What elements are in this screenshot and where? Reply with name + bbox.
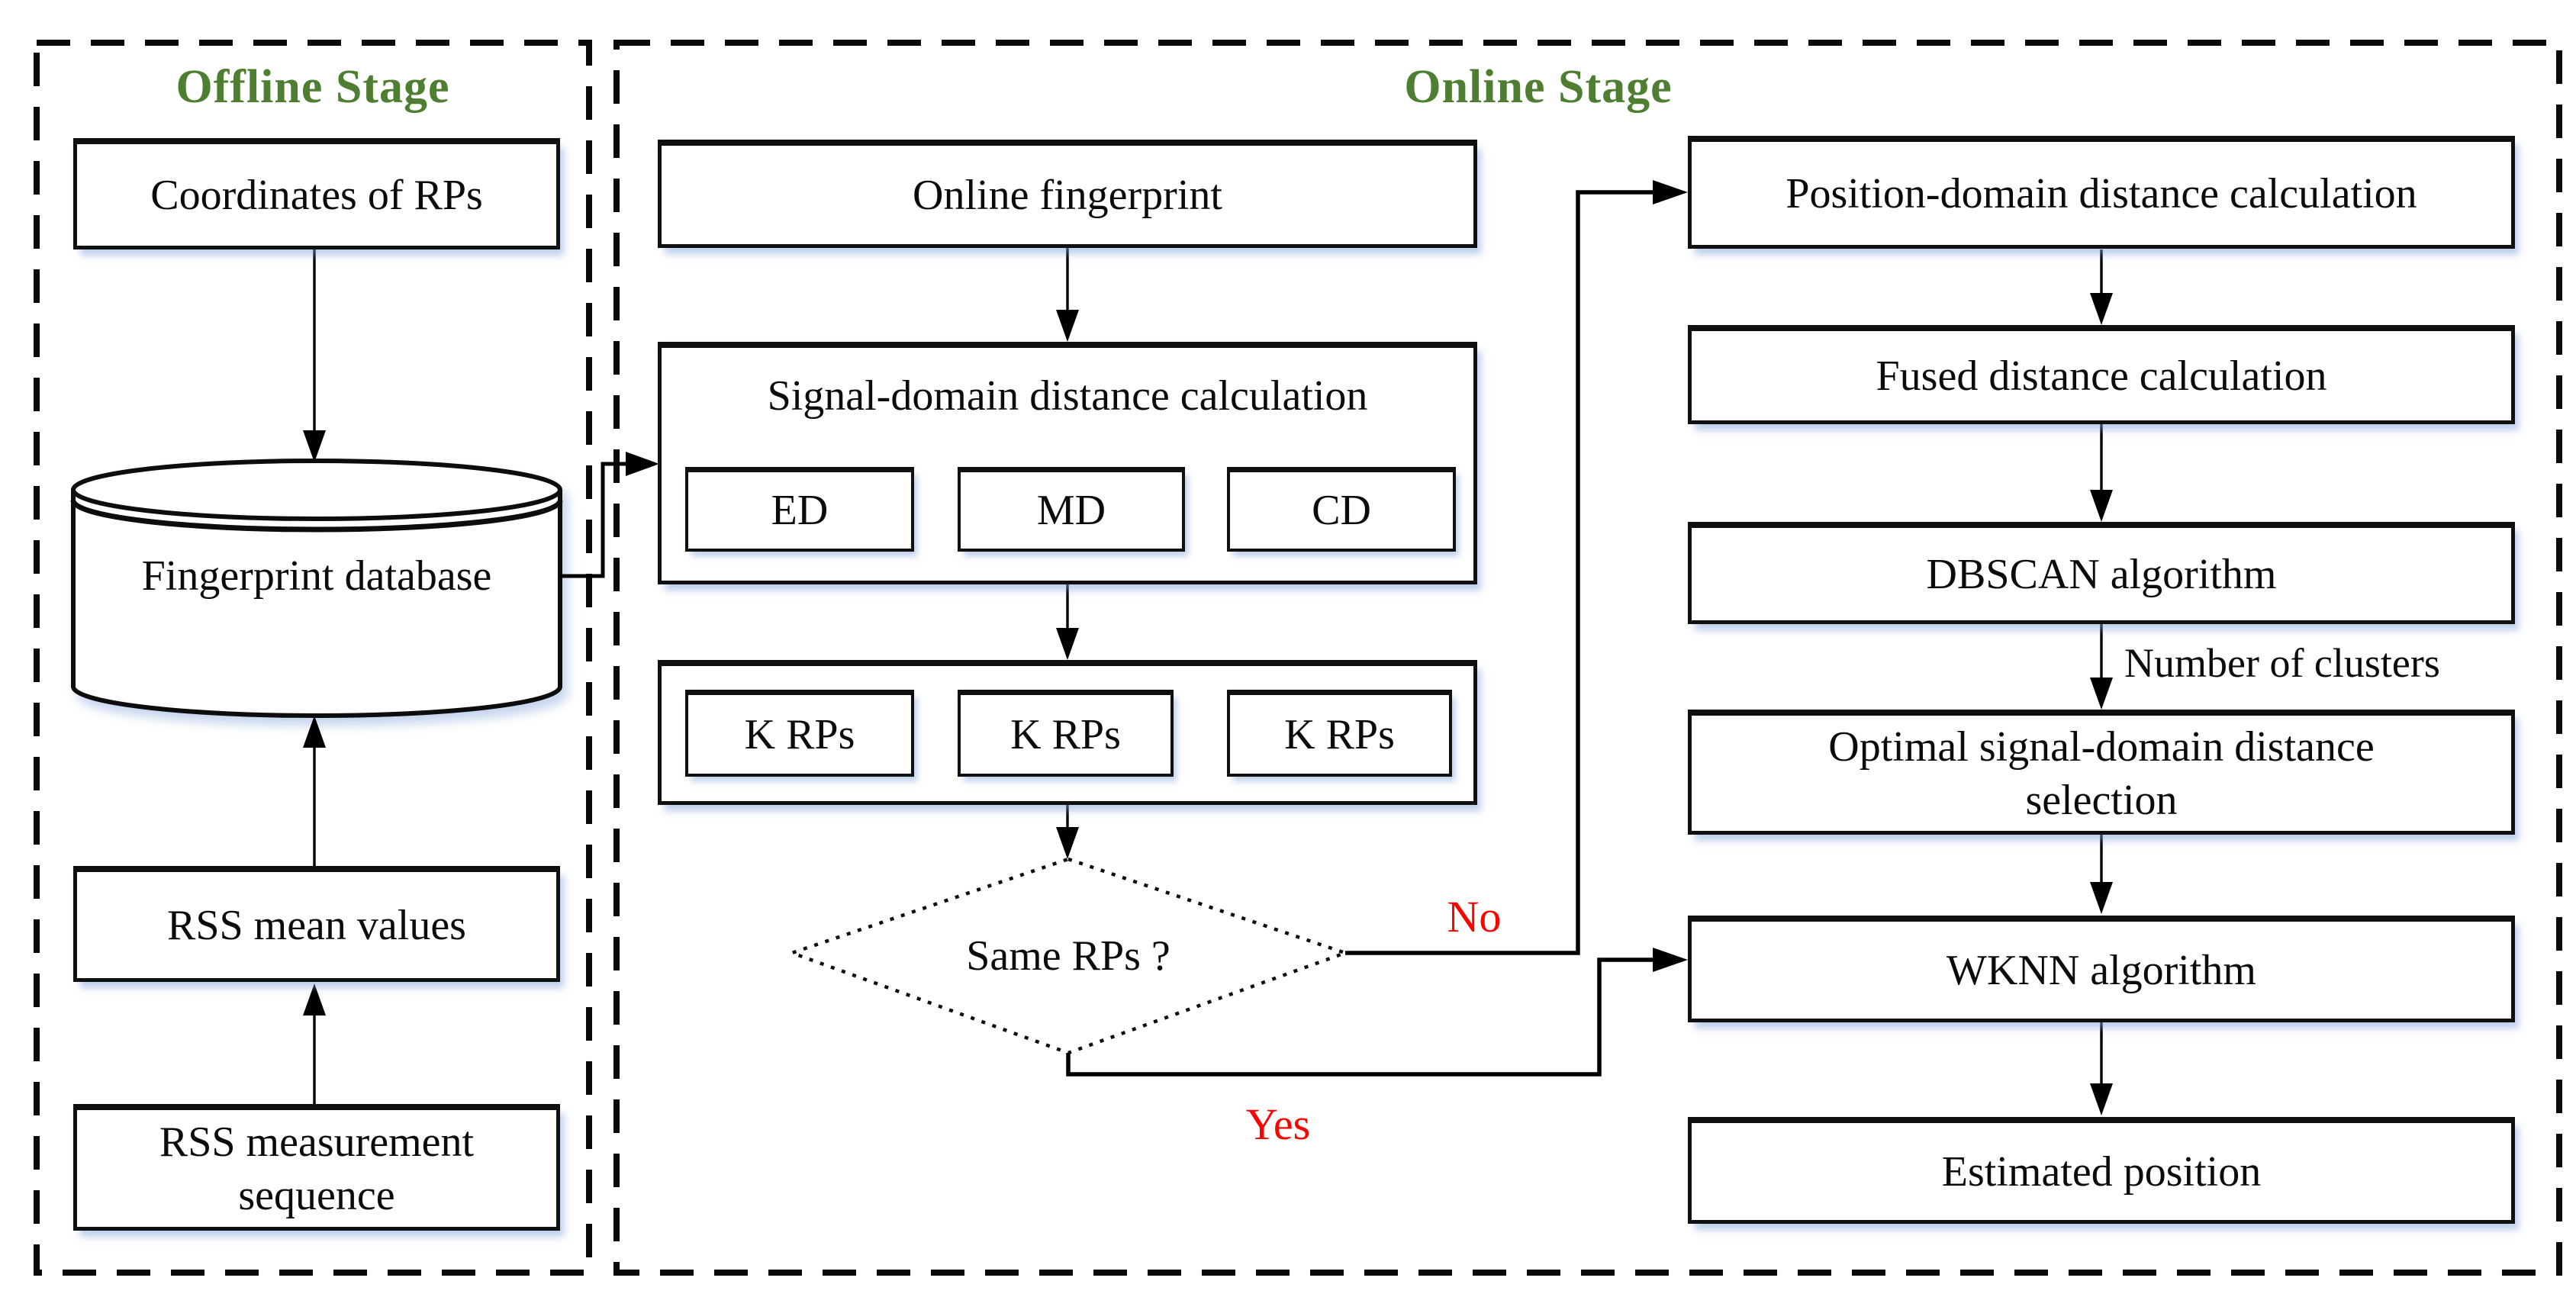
fingerprint-database-text: Fingerprint database — [141, 552, 492, 600]
arrow-position-to-fused — [2090, 249, 2113, 325]
arrow-rssseq-to-rssmean — [303, 983, 326, 1104]
offline-stage-frame — [34, 40, 592, 1276]
clusters-text: Number of clusters — [2124, 640, 2440, 687]
optimal-line1: Optimal signal-domain distance — [1828, 723, 2375, 771]
estimated-label: Estimated position — [1941, 1147, 2262, 1196]
arrow-wknn-to-estimated — [2090, 1022, 2113, 1115]
node-rss-mean-values-label: RSS mean values — [167, 901, 466, 949]
no-text: No — [1447, 891, 1502, 941]
online-stage-title: Online Stage — [1309, 58, 1767, 116]
decision-same-rps-label: Same RPs ? — [877, 916, 1259, 996]
node-coordinates-of-rps-label: Coordinates of RPs — [150, 171, 483, 219]
arrow-fused-to-dbscan — [2090, 424, 2113, 522]
node-metric-md: MD — [958, 467, 1185, 552]
position-domain-label: Position-domain distance calculation — [1785, 169, 2417, 217]
node-estimated-position: Estimated position — [1688, 1117, 2515, 1224]
node-coordinates-of-rps: Coordinates of RPs — [73, 138, 560, 249]
node-rss-mean-values: RSS mean values — [73, 866, 560, 982]
krps-3-label: K RPs — [1284, 710, 1395, 758]
node-metric-ed: ED — [685, 467, 914, 552]
arrow-coordinates-to-database — [303, 249, 326, 462]
online-stage-frame — [613, 40, 2562, 1276]
node-wknn-algorithm: WKNN algorithm — [1688, 916, 2515, 1022]
arrow-rssmean-to-database — [303, 716, 326, 866]
arrow-krps-to-decision — [1056, 805, 1079, 859]
metric-cd-label: CD — [1312, 487, 1371, 534]
metric-ed-label: ED — [771, 487, 829, 534]
connector-yes-branch — [1066, 948, 1688, 1077]
branch-no-label: No — [1398, 879, 1550, 955]
fused-label: Fused distance calculation — [1876, 352, 2327, 400]
node-optimal-signal-domain-selection: Optimal signal-domain distance selection — [1688, 710, 2515, 835]
node-rss-measurement-sequence: RSS measurement sequence — [73, 1104, 560, 1231]
node-krps-2: K RPs — [958, 690, 1174, 777]
node-dbscan-algorithm: DBSCAN algorithm — [1688, 522, 2515, 624]
offline-stage-title-text: Offline Stage — [175, 60, 450, 113]
node-metric-cd: CD — [1227, 467, 1456, 552]
database-cylinder-shape — [70, 459, 563, 718]
rss-measurement-line2: sequence — [238, 1171, 395, 1219]
arrow-signal-to-krps — [1056, 584, 1079, 660]
node-fingerprint-database-label: Fingerprint database — [73, 534, 560, 618]
krps-2-label: K RPs — [1010, 710, 1121, 758]
wknn-label: WKNN algorithm — [1946, 946, 2256, 994]
branch-yes-label: Yes — [1164, 1086, 1393, 1163]
krps-1-label: K RPs — [744, 710, 855, 758]
connector-no-branch — [1345, 180, 1688, 955]
rss-measurement-line1: RSS measurement — [159, 1118, 475, 1166]
node-fused-distance-calculation: Fused distance calculation — [1688, 325, 2515, 424]
arrow-fingerprint-to-signal — [1056, 248, 1079, 342]
node-krps-1: K RPs — [685, 690, 914, 777]
connector-database-to-signal — [560, 452, 659, 578]
number-of-clusters-label: Number of clusters — [2124, 627, 2552, 700]
decision-text: Same RPs ? — [966, 932, 1170, 980]
optimal-line2: selection — [2025, 776, 2178, 824]
signal-domain-title: Signal-domain distance calculation — [767, 372, 1368, 420]
dbscan-label: DBSCAN algorithm — [1926, 550, 2277, 598]
arrow-optimal-to-wknn — [2090, 835, 2113, 914]
node-krps-3: K RPs — [1227, 690, 1452, 777]
arrow-dbscan-to-optimal — [2090, 624, 2113, 710]
yes-text: Yes — [1245, 1099, 1311, 1149]
offline-stage-title: Offline Stage — [84, 58, 542, 116]
metric-md-label: MD — [1036, 487, 1106, 534]
node-position-domain-calculation: Position-domain distance calculation — [1688, 136, 2515, 249]
node-online-fingerprint-label: Online fingerprint — [913, 171, 1222, 219]
node-online-fingerprint: Online fingerprint — [658, 140, 1477, 248]
online-stage-title-text: Online Stage — [1404, 60, 1673, 113]
